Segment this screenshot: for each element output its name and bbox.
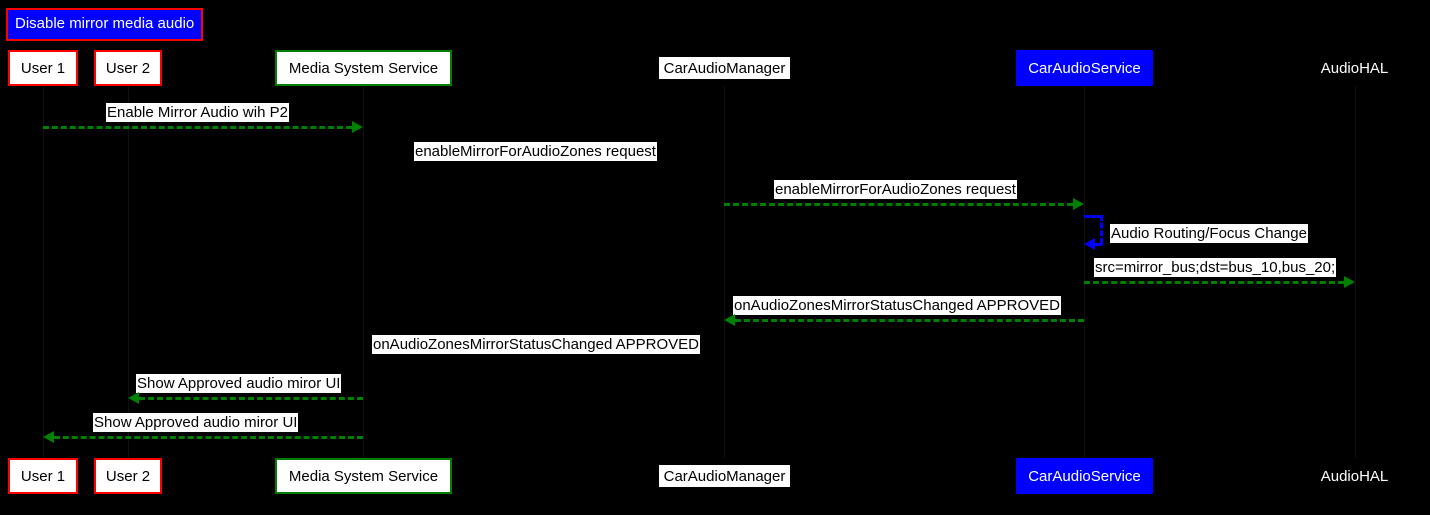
diagram-title: Disable mirror media audio xyxy=(6,8,204,41)
message-line-6 xyxy=(735,319,1084,322)
selfmessage-loop-bottom-4 xyxy=(1095,243,1103,246)
participant-label: User 2 xyxy=(105,467,151,485)
participant-label: Media System Service xyxy=(288,467,439,485)
participant-user2-bottom[interactable]: User 2 xyxy=(94,458,162,494)
selfmessage-loop-side-4 xyxy=(1100,215,1103,244)
message-line-1 xyxy=(43,126,352,129)
message-arrowhead-1 xyxy=(352,121,363,133)
message-line-9 xyxy=(54,436,363,439)
message-line-5 xyxy=(1084,281,1344,284)
message-label-5: src=mirror_bus;dst=bus_10,bus_20; xyxy=(1094,258,1337,277)
participant-car-audio-manager-bottom[interactable]: CarAudioManager xyxy=(659,465,790,487)
message-label-1: Enable Mirror Audio wih P2 xyxy=(106,103,289,122)
participant-label: CarAudioService xyxy=(1028,59,1141,77)
lifeline-user2 xyxy=(128,86,129,458)
lifeline-audio-hal xyxy=(1355,86,1356,458)
message-arrowhead-3 xyxy=(1073,198,1084,210)
message-arrowhead-9 xyxy=(43,431,54,443)
lifeline-car-audio-service xyxy=(1084,86,1085,458)
participant-car-audio-service-bottom[interactable]: CarAudioService xyxy=(1016,458,1153,494)
selfmessage-arrowhead-4 xyxy=(1084,238,1095,250)
participant-car-audio-manager-top[interactable]: CarAudioManager xyxy=(659,57,790,79)
message-arrowhead-6 xyxy=(724,314,735,326)
lifeline-media-system-service xyxy=(363,86,364,458)
participant-label: User 1 xyxy=(20,59,66,77)
participant-label: AudioHAL xyxy=(1320,467,1389,485)
message-line-3 xyxy=(724,203,1073,206)
participant-media-system-service-bottom[interactable]: Media System Service xyxy=(275,458,452,494)
participant-label: User 1 xyxy=(20,467,66,485)
message-label-8: Show Approved audio miror UI xyxy=(136,374,342,393)
message-label-4: Audio Routing/Focus Change xyxy=(1110,224,1308,243)
participant-media-system-service-top[interactable]: Media System Service xyxy=(275,50,452,86)
message-label-2: enableMirrorForAudioZones request xyxy=(414,142,657,161)
participant-audio-hal-top[interactable]: AudioHAL xyxy=(1315,57,1394,79)
participant-label: CarAudioManager xyxy=(663,59,786,77)
message-label-3: enableMirrorForAudioZones request xyxy=(774,180,1017,199)
participant-audio-hal-bottom[interactable]: AudioHAL xyxy=(1315,465,1394,487)
participant-user1-top[interactable]: User 1 xyxy=(8,50,78,86)
lifeline-user1 xyxy=(43,86,44,458)
participant-label: CarAudioService xyxy=(1028,467,1141,485)
message-label-9: Show Approved audio miror UI xyxy=(93,413,299,432)
message-arrowhead-5 xyxy=(1344,276,1355,288)
participant-user2-top[interactable]: User 2 xyxy=(94,50,162,86)
participant-label: CarAudioManager xyxy=(663,467,786,485)
selfmessage-loop-top-4 xyxy=(1084,215,1103,218)
participant-user1-bottom[interactable]: User 1 xyxy=(8,458,78,494)
participant-label: User 2 xyxy=(105,59,151,77)
message-line-8 xyxy=(139,397,363,400)
message-label-6: onAudioZonesMirrorStatusChanged APPROVED xyxy=(733,296,1062,315)
participant-car-audio-service-top[interactable]: CarAudioService xyxy=(1016,50,1153,86)
message-arrowhead-8 xyxy=(128,392,139,404)
participant-label: Media System Service xyxy=(288,59,439,77)
message-label-7: onAudioZonesMirrorStatusChanged APPROVED xyxy=(372,335,701,354)
lifeline-car-audio-manager xyxy=(724,86,725,458)
participant-label: AudioHAL xyxy=(1320,59,1389,77)
